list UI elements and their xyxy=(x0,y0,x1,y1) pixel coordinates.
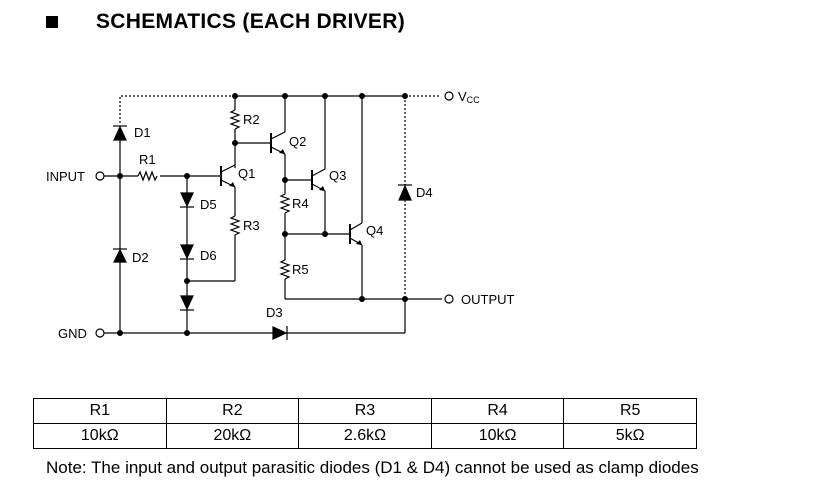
r1-label: R1 xyxy=(139,152,156,167)
vcc-label: VCC xyxy=(458,89,480,105)
resistor-values-table: R1 R2 R3 R4 R5 10kΩ 20kΩ 2.6kΩ 10kΩ 5kΩ xyxy=(33,398,697,449)
page-title: SCHEMATICS (EACH DRIVER) xyxy=(96,10,405,33)
table-cell: 2.6kΩ xyxy=(298,423,432,449)
r5-label: R5 xyxy=(292,262,309,277)
gnd-label: GND xyxy=(58,326,87,341)
table-cell: 10kΩ xyxy=(430,423,565,449)
schematic-diagram: VCC INPUT GND OUTPUT D1 D2 D3 D4 D5 D6 R… xyxy=(46,89,515,341)
r2-label: R2 xyxy=(243,112,260,127)
table-header-cell: R3 xyxy=(298,398,432,424)
r4-label: R4 xyxy=(292,196,309,211)
table-cell: 20kΩ xyxy=(165,423,300,449)
d4-label: D4 xyxy=(416,185,433,200)
output-terminal xyxy=(444,294,454,304)
d2-diode-icon xyxy=(113,248,127,263)
d7-diode-icon xyxy=(180,295,194,311)
table-header-cell: R5 xyxy=(563,398,697,424)
heading-bullet-icon xyxy=(46,16,58,28)
q4-emitter-arrow-icon xyxy=(356,240,362,245)
r4-resistor xyxy=(279,193,291,214)
table-cell: 10kΩ xyxy=(33,423,167,449)
table-cell: 5kΩ xyxy=(563,423,697,449)
output-label: OUTPUT xyxy=(461,292,515,307)
vcc-terminal xyxy=(444,91,454,101)
table-header-cell: R1 xyxy=(33,398,167,424)
q2-label: Q2 xyxy=(289,134,306,149)
r5-resistor xyxy=(279,259,291,280)
d1-label: D1 xyxy=(134,125,151,140)
table-header-row: R1 R2 R3 R4 R5 xyxy=(33,398,697,424)
gnd-terminal xyxy=(95,328,105,338)
d3-diode-icon xyxy=(272,326,288,340)
table-header-cell: R4 xyxy=(430,398,565,424)
d6-label: D6 xyxy=(200,248,217,263)
d3-label: D3 xyxy=(266,305,283,320)
page-heading: SCHEMATICS (EACH DRIVER) xyxy=(46,8,405,36)
d6-diode-icon xyxy=(180,244,194,260)
parasitic-d1-path xyxy=(119,95,235,125)
table-header-cell: R2 xyxy=(165,398,300,424)
footnote: Note: The input and output parasitic dio… xyxy=(46,458,699,477)
q4-label: Q4 xyxy=(366,223,383,238)
q3-emitter-arrow-icon xyxy=(319,186,325,191)
r2-resistor xyxy=(229,109,241,130)
d4-diode-icon xyxy=(398,184,412,201)
junction-dots xyxy=(117,93,408,336)
q1-label: Q1 xyxy=(238,166,255,181)
d1-diode-icon xyxy=(113,125,127,141)
d2-label: D2 xyxy=(132,250,149,265)
input-terminal xyxy=(95,171,105,181)
d5-label: D5 xyxy=(200,197,217,212)
q2-emitter-arrow-icon xyxy=(279,149,285,154)
r3-label: R3 xyxy=(243,218,260,233)
r3-resistor xyxy=(229,215,241,236)
table-row: 10kΩ 20kΩ 2.6kΩ 10kΩ 5kΩ xyxy=(33,423,697,449)
q1-emitter-arrow-icon xyxy=(229,182,235,187)
q3-label: Q3 xyxy=(329,168,346,183)
input-label: INPUT xyxy=(46,169,85,184)
d5-diode-icon xyxy=(180,192,194,208)
r1-resistor xyxy=(137,170,158,182)
